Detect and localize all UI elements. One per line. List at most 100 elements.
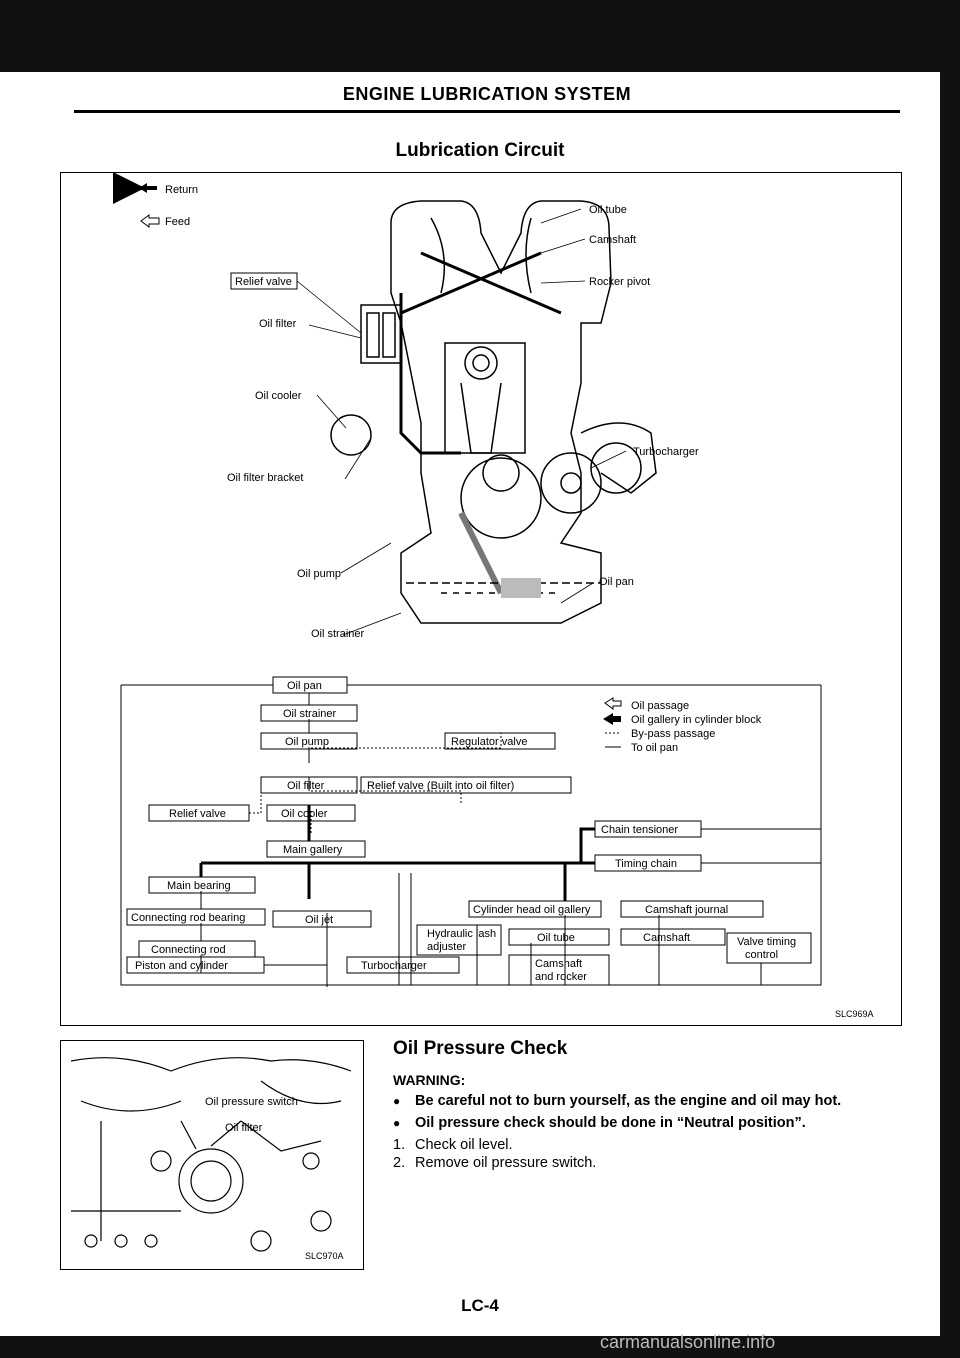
scan-right-edge [940,0,960,1358]
svg-text:Oil strainer: Oil strainer [283,708,337,720]
warning-bullet-2: ● Oil pressure check should be done in “… [393,1115,806,1131]
flow-box-chain-tensioner [594,820,702,838]
relief-valve-box [230,272,298,290]
svg-text:Timing chain: Timing chain [615,858,677,870]
page-header: ENGINE LUBRICATION SYSTEM [342,84,632,104]
figure-code-main: SLC969A [835,1009,874,1019]
header-rule [74,110,900,113]
feed-arrow-icon [140,214,160,228]
photo-label-oil-pressure-switch: Oil pressure switch [205,1096,298,1108]
page-number: LC-4 [461,1296,499,1315]
bullet-icon: ● [393,1116,401,1130]
warning-label: WARNING: [393,1072,466,1088]
oil-gallery-icon [603,713,613,725]
flow-box-oil-filter [260,776,358,794]
flow-box-relief-valve-filter [360,776,572,794]
flow-box-turbocharger [346,956,460,974]
svg-text:Hydraulic lash: Hydraulic lash [427,928,496,940]
flow-box-camshaft-journal [620,900,764,918]
label-rocker-pivot: Rocker pivot [589,276,650,288]
svg-text:Turbocharger: Turbocharger [361,960,427,972]
step-1: 1. Check oil level. [393,1137,513,1153]
legend-feed: Feed [140,214,190,228]
svg-text:To oil pan: To oil pan [631,742,678,754]
flow-box-timing-chain [594,854,702,872]
flow-legend: Oil passage Oil gallery in cylinder bloc… [603,697,762,754]
bullet-icon: ● [393,1094,401,1108]
legend-return: Return [113,172,198,204]
svg-text:Main bearing: Main bearing [167,880,231,892]
flow-box-oil-cooler [266,804,356,822]
scan-top-band [0,0,960,72]
svg-text:Oil pump: Oil pump [285,736,329,748]
flow-box-oil-pan [272,676,348,694]
flow-box-main-bearing [148,876,256,894]
svg-text:Oil cooler: Oil cooler [281,808,328,820]
svg-text:Return: Return [165,184,198,196]
oil-pressure-check-section: Oil Pressure Check WARNING: ● Be careful… [393,1038,913,1172]
svg-text:Valve timing: Valve timing [737,936,796,948]
figure-code-photo: SLC970A [305,1251,344,1261]
warning-bullet-1: ● Be careful not to burn yourself, as th… [393,1093,842,1109]
watermark: carmanualsonline.info [600,1332,776,1352]
engine-cutaway [330,200,657,624]
label-oil-cooler: Oil cooler [255,390,302,402]
svg-text:Main gallery: Main gallery [283,844,343,856]
svg-text:Camshaft: Camshaft [643,932,690,944]
svg-text:Chain tensioner: Chain tensioner [601,824,678,836]
svg-text:Regulator valve: Regulator valve [451,736,527,748]
flow-box-hydraulic-lash-adjuster [416,924,502,956]
flow-box-relief-valve [148,804,250,822]
label-oil-strainer: Oil strainer [311,628,365,640]
flow-box-connecting-rod-bearing [126,908,266,926]
flow-box-valve-timing-control [726,932,812,964]
label-camshaft: Camshaft [589,234,636,246]
flow-box-main-gallery [266,840,366,858]
svg-text:Oil pan: Oil pan [287,680,322,692]
svg-text:Connecting rod: Connecting rod [151,944,226,956]
svg-text:Piston and cylinder: Piston and cylinder [135,960,228,972]
oil-pressure-switch-photo: Oil pressure switch Oil filter SLC970A [60,1040,364,1270]
lubrication-diagram: Return Feed Oil tube [113,172,874,1019]
label-oil-filter-bracket: Oil filter bracket [227,472,303,484]
svg-text:Relief valve (Built into oil f: Relief valve (Built into oil filter) [367,780,514,792]
flow-box-regulator-valve [444,732,556,750]
label-relief-valve: Relief valve [235,276,292,288]
svg-text:Connecting rod bearing: Connecting rod bearing [131,912,245,924]
svg-text:Feed: Feed [165,216,190,228]
label-oil-tube: Oil tube [589,204,627,216]
svg-text:Oil tube: Oil tube [537,932,575,944]
svg-text:adjuster: adjuster [427,941,466,953]
flow-box-piston-cylinder [126,956,265,974]
svg-text:control: control [745,949,778,961]
engine-photo-illustration: Oil pressure switch Oil filter SLC970A [70,1057,352,1261]
svg-text:Oil filter: Oil filter [287,780,325,792]
svg-text:By-pass passage: By-pass passage [631,728,715,740]
label-turbocharger: Turbocharger [633,446,699,458]
flow-box-camshaft-rocker [508,954,610,986]
svg-text:and rocker: and rocker [535,971,587,983]
scan-bottom-band [0,1336,960,1358]
svg-text:Camshaft: Camshaft [535,958,582,970]
flow-box-oil-pump [260,732,358,750]
svg-text:Oil passage: Oil passage [631,700,689,712]
svg-text:Relief valve: Relief valve [169,808,226,820]
svg-text:Cylinder head oil gallery: Cylinder head oil gallery [473,904,591,916]
flow-box-camshaft [620,928,726,946]
flow-box-oil-jet [272,910,372,928]
flow-box-oil-strainer [260,704,358,722]
label-oil-pump: Oil pump [297,568,341,580]
label-oil-filter: Oil filter [259,318,297,330]
svg-text:Oil gallery in cylinder block: Oil gallery in cylinder block [631,714,762,726]
svg-text:Camshaft journal: Camshaft journal [645,904,728,916]
flow-box-oil-tube [508,928,610,946]
svg-text:Oil jet: Oil jet [305,914,333,926]
flow-connectors [120,684,822,987]
label-oil-pan: Oil pan [599,576,634,588]
lubrication-circuit-figure: Return Feed Oil tube [60,172,902,1026]
leader-lines [296,208,627,636]
check-title: Oil Pressure Check [393,1038,568,1059]
step-2: 2. Remove oil pressure switch. [393,1155,597,1171]
oil-passage-icon [604,697,622,710]
flow-box-cylinder-head-gallery [468,900,602,918]
